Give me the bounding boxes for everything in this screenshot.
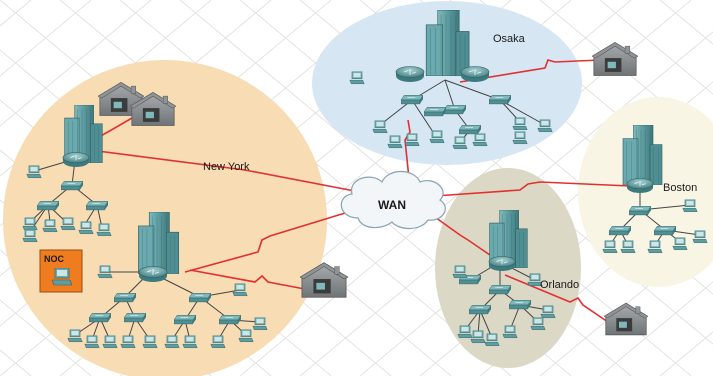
pc-icon [530,317,546,331]
switch-icon [489,95,511,105]
noc-label: NOC [44,254,65,264]
pc-icon [232,283,248,297]
pc-icon [429,130,445,144]
pc-icon [120,335,136,349]
new-york-label: New York [203,161,250,173]
pc-icon [472,133,488,147]
home-office-icon [604,302,648,336]
pc-icon [602,240,618,254]
orlando-label: Orlando [540,279,579,291]
wan-label: WAN [378,198,406,212]
home-office-icon [592,42,638,76]
wan-cloud-icon [340,170,446,230]
pc-icon [238,329,254,343]
pc-icon [182,335,198,349]
grid-line [0,0,152,127]
switch-icon [124,313,146,323]
osaka-router [395,66,425,82]
grid-line [599,281,713,376]
pc-icon [452,136,468,150]
pc-icon [22,217,38,231]
pc-icon [692,230,708,244]
switch-icon [174,315,196,325]
pc-icon [22,229,38,243]
pc-icon [647,240,663,254]
new-york-campus-router [138,266,168,282]
grid-line [0,299,92,376]
pc-icon [210,335,226,349]
pc-icon [502,325,518,339]
osaka-label: Osaka [493,33,526,45]
pc-icon [512,117,528,131]
pc-icon [67,329,83,343]
switch-icon [189,293,211,303]
orlando-router [488,256,516,271]
pc-icon [349,71,365,85]
new-york-router [62,152,90,167]
switch-icon [509,300,531,310]
pc-icon [60,217,76,231]
switch-icon [629,206,651,216]
pc-icon [512,131,528,145]
pc-icon [540,305,556,319]
osaka-router-2 [460,66,490,82]
pc-icon [78,221,94,235]
pc-icon [387,135,403,149]
grid-line [0,0,92,77]
switch-icon [37,201,59,211]
pc-icon [484,333,500,347]
boston-router [626,178,654,193]
pc-icon [404,133,420,147]
boston-label: Boston [663,182,697,194]
switch-icon [89,313,111,323]
switch-icon [424,107,446,117]
pc-icon [457,325,473,339]
pc-icon [102,335,118,349]
pc-icon [96,223,112,237]
switch-icon [401,95,423,105]
pc-icon [372,120,388,134]
pc-icon [620,240,636,254]
pc-icon [470,330,486,344]
switch-icon [489,285,511,295]
pc-icon [537,119,553,133]
switch-icon [114,293,136,303]
pc-icon [164,335,180,349]
pc-icon [672,237,688,251]
switch-icon [654,226,676,236]
switch-icon [86,201,108,211]
grid-line [599,0,713,95]
pc-icon [26,165,42,179]
switch-icon [61,181,83,191]
switch-icon [444,105,466,115]
pc-icon [252,317,268,331]
noc-box [39,249,83,293]
pc-icon [97,265,113,279]
switch-icon [219,315,241,325]
switch-icon [459,125,481,135]
switch-icon [609,226,631,236]
pc-icon [682,199,698,213]
switch-icon [469,305,491,315]
pc-icon [452,265,468,279]
pc-icon [84,335,100,349]
pc-icon [142,335,158,349]
pc-icon [42,219,58,233]
